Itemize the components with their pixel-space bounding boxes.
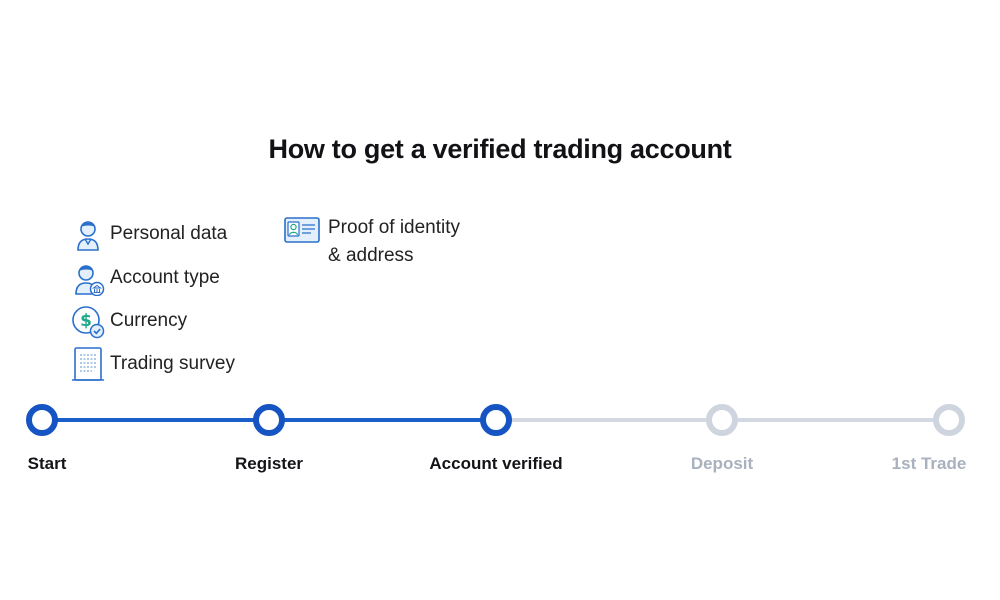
requirement-personal-data: Personal data: [70, 216, 227, 252]
step-label-first-trade: 1st Trade: [891, 454, 967, 473]
step-node-start: [26, 404, 58, 436]
requirement-label-line1: Proof of identity: [328, 217, 461, 238]
svg-text:$: $: [80, 311, 92, 331]
requirement-trading-survey: Trading survey: [70, 346, 235, 382]
document-icon: [72, 347, 104, 381]
requirement-label: Account type: [110, 267, 220, 288]
page-title: How to get a verified trading account: [268, 134, 732, 164]
dollar-coin-check-icon: $: [72, 306, 105, 339]
step-node-deposit: [706, 404, 738, 436]
requirement-label: Currency: [110, 310, 188, 331]
person-bank-icon: [75, 265, 105, 296]
step-label-start: Start: [27, 454, 67, 473]
step-node-first-trade: [933, 404, 965, 436]
requirement-account-type: Account type: [70, 260, 220, 296]
step-node-register: [253, 404, 285, 436]
requirement-label-line2: & address: [328, 245, 414, 266]
id-card-icon: [284, 217, 320, 243]
person-icon: [77, 221, 99, 251]
step-label-deposit: Deposit: [690, 454, 754, 473]
step-node-account-verified: [480, 404, 512, 436]
requirement-label: Personal data: [110, 223, 228, 244]
requirement-currency: $ Currency: [70, 303, 187, 339]
requirement-proof-of-identity: Proof of identity & address: [284, 214, 460, 270]
requirement-label: Trading survey: [110, 353, 235, 374]
step-label-account-verified: Account verified: [429, 454, 563, 473]
step-label-register: Register: [234, 454, 304, 473]
